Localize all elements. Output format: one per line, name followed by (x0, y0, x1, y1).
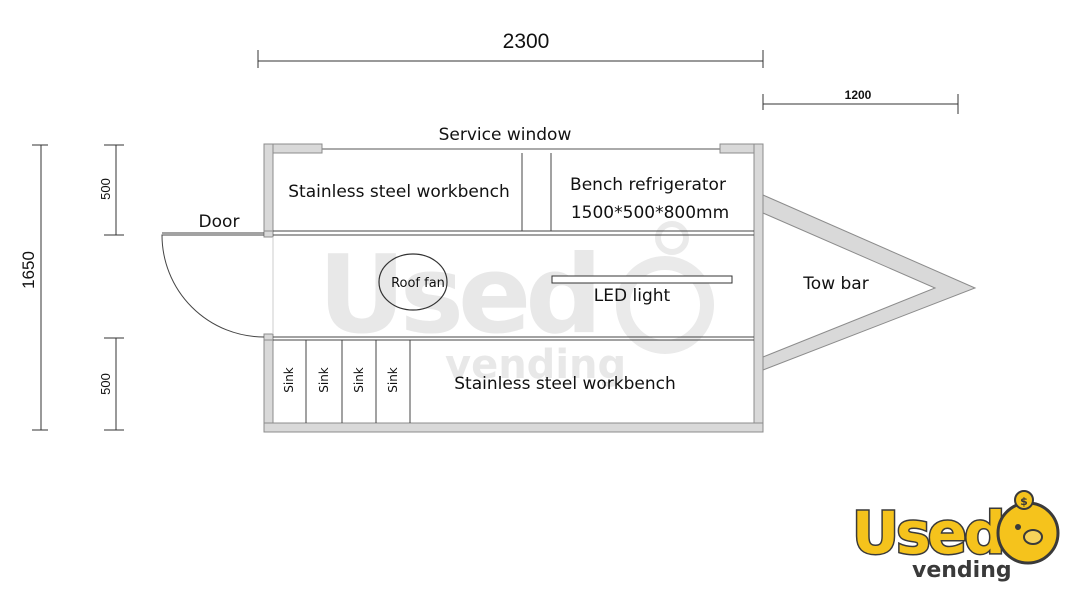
door-jamb-top (263, 230, 274, 238)
bottom-workbench-label: Stainless steel workbench (454, 374, 676, 394)
watermark-word: Used (318, 233, 597, 358)
sink-label-3: Sink (352, 367, 366, 393)
dimension-overall-length (257, 50, 764, 68)
tow-bar-shape (762, 194, 977, 371)
dimension-top-bench-depth (104, 144, 124, 236)
door-swing-arc (161, 234, 265, 338)
dimension-overall-length-label: 2300 (503, 30, 550, 53)
door-label: Door (199, 212, 240, 232)
aisle-lines (273, 230, 754, 341)
dimension-overall-width-label: 1650 (19, 251, 38, 289)
sink-label-2: Sink (317, 367, 331, 393)
dimension-bottom-bench-depth-label: 500 (98, 373, 113, 395)
tow-bar-label: Tow bar (802, 274, 868, 294)
trailer-walls (263, 143, 764, 433)
watermark-coin-icon (655, 221, 689, 255)
service-window-label: Service window (439, 125, 572, 145)
led-light-icon (551, 275, 733, 284)
logo-pig-snout-icon (1023, 529, 1043, 545)
top-workbench-label: Stainless steel workbench (288, 182, 510, 202)
dimension-bottom-bench-depth (104, 337, 124, 431)
door-jamb-bottom (263, 333, 274, 341)
led-light-label: LED light (594, 286, 671, 306)
watermark-subword: vending (445, 342, 626, 388)
watermark-pig-icon (616, 256, 714, 354)
logo-subword: vending (912, 558, 1012, 583)
sink-dividers (305, 340, 411, 423)
roof-fan-label: Roof fan (391, 276, 445, 291)
sink-label-4: Sink (386, 367, 400, 393)
refrigerator-size-label: 1500*500*800mm (571, 203, 729, 223)
dimension-top-bench-depth-label: 500 (98, 178, 113, 200)
dimension-overall-width (32, 144, 48, 431)
used-vending-logo: Used vending $ (851, 490, 1060, 583)
logo-word: Used (852, 499, 1002, 567)
logo-coin-icon (1014, 490, 1034, 510)
top-bench-dividers (521, 153, 552, 231)
logo-pig-eye-icon (1015, 524, 1021, 530)
roof-fan-icon (378, 253, 448, 311)
dimension-tow-bar-length-label: 1200 (845, 88, 872, 102)
dimension-tow-bar-length (762, 94, 959, 114)
logo-coin-symbol-icon: $ (1020, 495, 1028, 508)
sink-label-1: Sink (282, 367, 296, 393)
refrigerator-label: Bench refrigerator (570, 175, 726, 195)
